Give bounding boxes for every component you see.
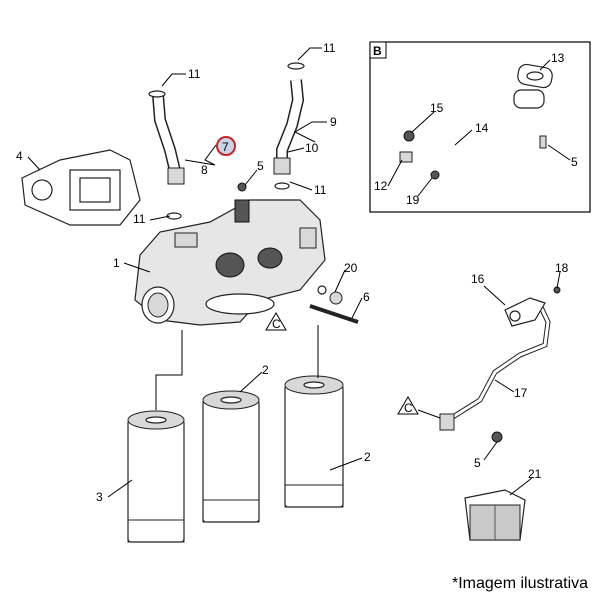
callout-5: 5 (571, 155, 578, 169)
callout-12: 12 (374, 179, 388, 193)
callout-3: 3 (96, 490, 103, 504)
footnote: *Imagem ilustrativa (452, 575, 589, 592)
callout-5: 5 (257, 159, 264, 173)
gasket-4 (21, 149, 141, 226)
plug-20 (329, 291, 343, 305)
callout-2: 2 (364, 450, 371, 464)
inset-b-label: B (373, 44, 382, 58)
callout-7-highlight[interactable] (216, 136, 236, 156)
callout-6: 6 (363, 290, 370, 304)
filter-housing-1 (134, 199, 326, 326)
callout-2: 2 (262, 363, 269, 377)
callout-8: 8 (201, 163, 208, 177)
callout-18: 18 (555, 261, 569, 275)
ref-c-triangle-2 (397, 396, 419, 415)
inset-b-frame (369, 41, 591, 213)
callout-10: 10 (305, 141, 319, 155)
ref-c-label-2: C (404, 401, 413, 415)
inset-b-pipe (399, 63, 553, 180)
filter-2b (284, 375, 344, 508)
bolt-6 (309, 304, 359, 324)
callout-13: 13 (551, 51, 565, 65)
callout-15: 15 (430, 101, 444, 115)
callout-21: 21 (528, 467, 542, 481)
callout-11: 11 (133, 212, 146, 226)
callout-11: 11 (314, 183, 327, 197)
callout-4: 4 (16, 149, 23, 163)
callout-17: 17 (514, 386, 528, 400)
callout-11: 11 (188, 67, 201, 81)
screw-5 (237, 182, 247, 192)
callout-9: 9 (330, 115, 337, 129)
seal-20 (317, 285, 327, 295)
inset-b-tag (369, 41, 387, 59)
leader-lines (27, 47, 571, 498)
filter-3 (127, 410, 185, 543)
tube-9 (273, 62, 305, 190)
callout-1: 1 (113, 256, 120, 270)
callout-19: 19 (406, 193, 420, 207)
callout-14: 14 (475, 121, 489, 135)
callout-5: 5 (474, 456, 481, 470)
callout-7[interactable]: 7 (222, 140, 229, 154)
callout-11: 11 (323, 41, 336, 55)
callout-20: 20 (344, 261, 358, 275)
kit-box-21 (464, 489, 526, 541)
ref-c-label-1: C (272, 317, 281, 331)
tube-8 (148, 90, 185, 220)
ref-c-triangle-1 (265, 312, 287, 331)
filter-2a (202, 390, 260, 523)
sensor-line-17 (439, 286, 561, 443)
callout-16: 16 (471, 272, 485, 286)
